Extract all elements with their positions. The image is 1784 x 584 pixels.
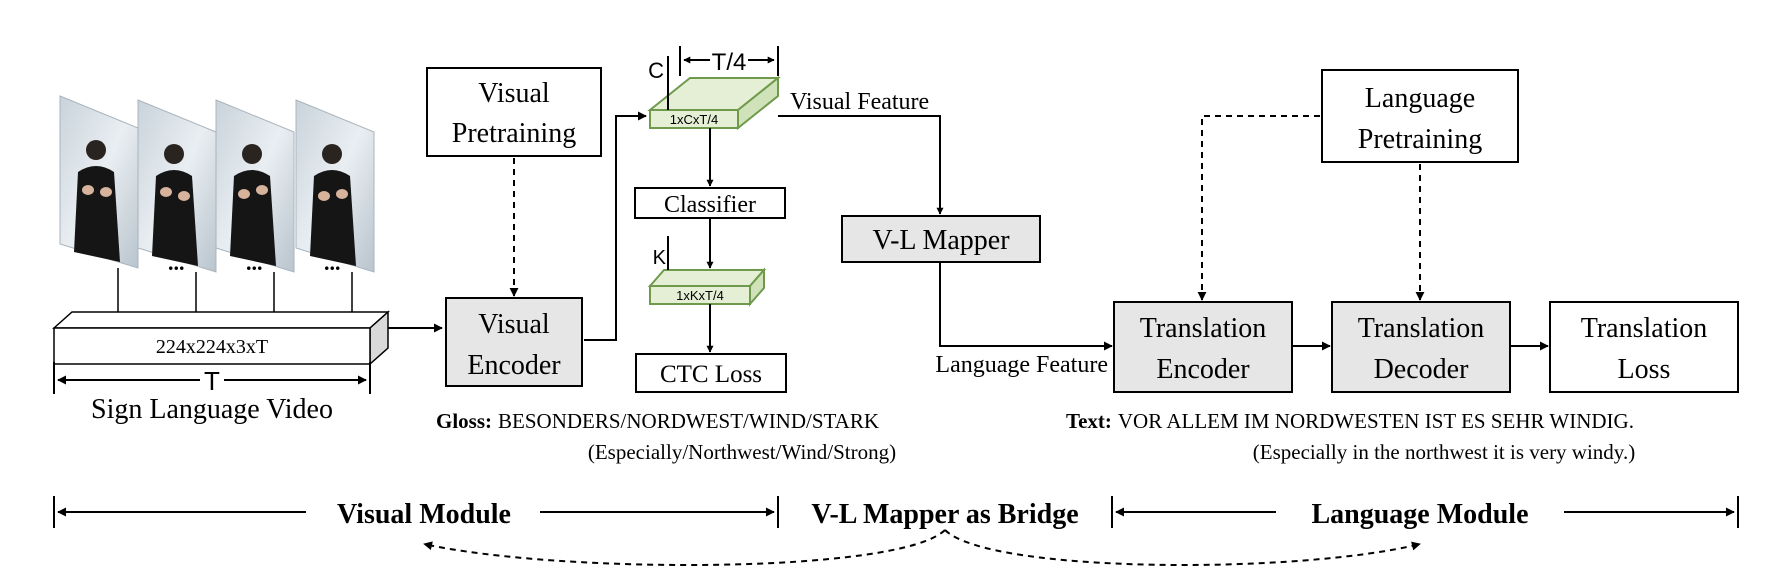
arrow-feature-to-mapper [778, 115, 944, 215]
visual-encoder-box: Visual Encoder [445, 297, 583, 387]
video-frame-1 [59, 95, 139, 269]
video-tensor: 224x224x3xT [52, 310, 390, 366]
module-spans: Visual Module V-L Mapper as Bridge Langu… [53, 496, 1739, 530]
gloss-prefix: Gloss: [436, 409, 492, 433]
vl-mapper-box: V-L Mapper [841, 215, 1041, 263]
text-sentence: VOR ALLEM IM NORDWESTEN IST ES SEHR WIND… [1118, 409, 1634, 433]
language-pretraining-line1: Language [1365, 83, 1475, 114]
arrow-encoder-to-feature [584, 111, 647, 341]
translation-encoder-line1: Translation [1140, 313, 1267, 344]
gloss-example: Gloss:BESONDERS/NORDWEST/WIND/STARK (Esp… [436, 409, 896, 464]
ctc-loss-box: CTC Loss [635, 353, 787, 393]
visual-encoder-line2: Encoder [467, 350, 561, 381]
video-caption: Sign Language Video [91, 394, 333, 425]
ctc-loss-label: CTC Loss [660, 361, 762, 388]
gloss-line: Gloss:BESONDERS/NORDWEST/WIND/STARK [436, 409, 879, 433]
video-frame-2 [137, 99, 217, 273]
translation-encoder-line2: Encoder [1156, 354, 1250, 385]
visual-pretraining-box: Visual Pretraining [426, 67, 602, 157]
translation-loss-box: Translation Loss [1549, 301, 1739, 393]
ellipsis-3: ... [324, 250, 341, 275]
ellipsis-1: ... [168, 250, 185, 275]
logits-k-label: K [653, 247, 667, 269]
language-pretraining-line2: Pretraining [1358, 124, 1482, 155]
visual-module-label: Visual Module [337, 499, 511, 530]
translation-decoder-line2: Decoder [1374, 354, 1470, 385]
video-frames: ... ... ... [59, 95, 375, 312]
video-time-dimension: T [53, 362, 371, 396]
gloss-text: BESONDERS/NORDWEST/WIND/STARK [498, 409, 879, 433]
classifier-label: Classifier [664, 192, 756, 218]
visual-pretraining-line1: Visual [478, 78, 550, 109]
arrow-pretraining-to-encoder [1197, 115, 1320, 301]
classifier-box: Classifier [634, 187, 786, 219]
logits-k-dimension: K [653, 236, 669, 270]
logits-front-label: 1xKxT/4 [676, 288, 724, 303]
translation-loss-line2: Loss [1618, 354, 1671, 385]
arrow-mapper-to-translation-encoder [939, 262, 1113, 351]
language-feature-label: Language Feature [935, 352, 1108, 378]
language-module-label: Language Module [1311, 499, 1528, 530]
translation-encoder-box: Translation Encoder [1113, 301, 1293, 393]
video-frame-4 [295, 99, 375, 273]
translation-decoder-box: Translation Decoder [1331, 301, 1511, 393]
vl-mapper-label: V-L Mapper [872, 225, 1010, 256]
bridge-curves [423, 529, 1421, 566]
text-line: Text:VOR ALLEM IM NORDWESTEN IST ES SEHR… [1066, 409, 1634, 433]
video-tensor-label: 224x224x3xT [156, 336, 268, 358]
ellipsis-2: ... [246, 250, 263, 275]
visual-pretraining-line2: Pretraining [452, 118, 576, 149]
feature-channel-label: C [648, 58, 664, 83]
translation-decoder-line1: Translation [1358, 313, 1485, 344]
translation-loss-line1: Translation [1581, 313, 1708, 344]
video-frame-3 [215, 99, 295, 273]
visual-feature-caption: Visual Feature [790, 89, 929, 115]
language-pretraining-box: Language Pretraining [1321, 69, 1519, 163]
feature-channel-dimension: C [648, 56, 669, 110]
feature-time-dimension: T/4 [679, 46, 779, 76]
logits-block: 1xKxT/4 [647, 267, 767, 307]
visual-feature-front-label: 1xCxT/4 [670, 112, 718, 127]
gloss-translation: (Especially/Northwest/Wind/Strong) [588, 440, 896, 464]
bridge-label: V-L Mapper as Bridge [811, 499, 1078, 530]
text-translation: (Especially in the northwest it is very … [1253, 440, 1635, 464]
visual-feature-block: 1xCxT/4 [647, 75, 781, 131]
text-prefix: Text: [1066, 409, 1112, 433]
video-time-label: T [204, 366, 220, 396]
feature-time-label: T/4 [712, 49, 747, 76]
text-example: Text:VOR ALLEM IM NORDWESTEN IST ES SEHR… [1066, 409, 1635, 464]
visual-encoder-line1: Visual [478, 309, 550, 340]
